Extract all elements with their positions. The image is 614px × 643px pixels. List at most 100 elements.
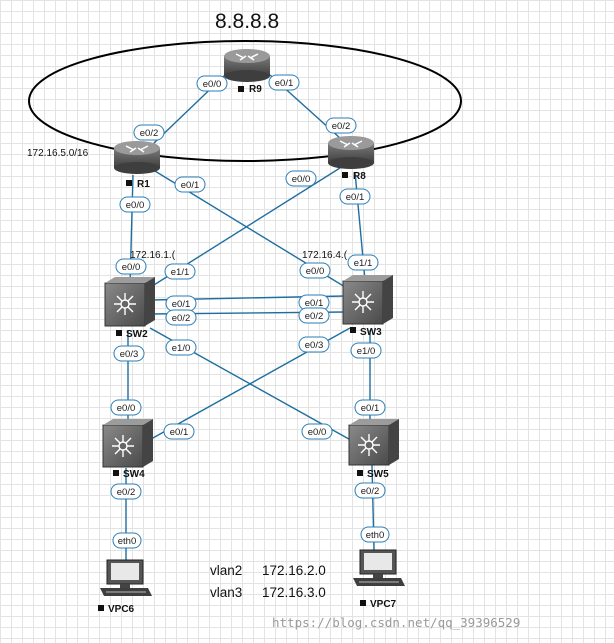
port-r8-e02: e0/2: [325, 117, 357, 134]
device-marker: [360, 600, 366, 606]
router-icon: [114, 141, 160, 174]
svg-text:e0/0: e0/0: [122, 262, 141, 273]
svg-text:eth0: eth0: [118, 536, 137, 547]
svg-text:eth0: eth0: [366, 530, 385, 541]
svg-text:e0/1: e0/1: [170, 427, 189, 438]
switch-sw4[interactable]: SW4: [102, 419, 153, 480]
device-marker: [342, 172, 348, 178]
port-sw3-e00: e0/0: [299, 262, 331, 279]
port-r9-e01: e0/1: [268, 74, 300, 91]
device-marker: [116, 330, 122, 336]
svg-text:e0/2: e0/2: [332, 121, 351, 132]
svg-text:e1/1: e1/1: [171, 267, 190, 278]
svg-text:e0/0: e0/0: [126, 200, 145, 211]
sw2-network-label: 172.16.1.(: [130, 250, 176, 261]
vlan-legend: vlan2 172.16.2.0 vlan3 172.16.3.0: [210, 563, 326, 600]
port-sw2-e11: e1/1: [164, 263, 196, 280]
svg-text:e0/2: e0/2: [361, 486, 380, 497]
device-marker: [126, 180, 132, 186]
port-r8-e01: e0/1: [339, 188, 371, 205]
internet-title: 8.8.8.8: [215, 10, 279, 33]
svg-text:e0/1: e0/1: [361, 403, 380, 414]
router-r8[interactable]: R8: [328, 136, 374, 182]
multilayer-switch-icon: [104, 277, 155, 327]
port-r8-e00: e0/0: [285, 170, 317, 187]
sw3-label: SW3: [360, 327, 382, 338]
svg-text:e0/1: e0/1: [275, 78, 294, 89]
r8-label: R8: [353, 171, 366, 182]
switch-sw5[interactable]: SW5: [348, 419, 399, 480]
router-r9[interactable]: R9: [224, 49, 270, 95]
watermark: https://blog.csdn.net/qq_39396529: [272, 615, 520, 630]
r1-network-label: 172.16.5.0/16: [27, 148, 89, 159]
port-r1-e01: e0/1: [174, 176, 206, 193]
port-sw2-e02: e0/2: [165, 309, 197, 326]
svg-text:e0/1: e0/1: [181, 180, 200, 191]
port-sw5-e01: e0/1: [354, 399, 386, 416]
svg-text:e1/0: e1/0: [357, 346, 376, 357]
pc-icon: [100, 559, 152, 596]
port-sw2-e03: e0/3: [113, 345, 145, 362]
sw4-label: SW4: [123, 469, 145, 480]
vlan2-name: vlan2: [210, 563, 242, 578]
svg-text:e0/2: e0/2: [140, 128, 159, 139]
device-marker: [357, 470, 363, 476]
port-r1-e00: e0/0: [119, 196, 151, 213]
sw5-label: SW5: [367, 469, 389, 480]
device-marker: [350, 327, 356, 333]
svg-text:e0/3: e0/3: [120, 349, 139, 360]
port-vpc7-eth0: eth0: [360, 526, 390, 543]
link-r8-sw2: [129, 167, 341, 301]
pc-icon: [353, 549, 405, 586]
port-sw2-e10: e1/0: [165, 339, 197, 356]
internet-ellipse: [28, 40, 462, 162]
port-sw4-e02: e0/2: [110, 483, 142, 500]
port-r9-e00: e0/0: [196, 75, 228, 92]
port-sw4-e00: e0/0: [110, 399, 142, 416]
svg-text:e0/0: e0/0: [203, 79, 222, 90]
r1-label: R1: [137, 179, 150, 190]
svg-text:e0/0: e0/0: [292, 174, 311, 185]
switch-sw2[interactable]: SW2: [104, 277, 155, 340]
svg-text:e1/1: e1/1: [354, 258, 373, 269]
svg-text:e1/0: e1/0: [172, 343, 191, 354]
port-sw3-e11: e1/1: [347, 254, 379, 271]
port-r1-e02: e0/2: [133, 124, 165, 141]
pc-vpc6[interactable]: VPC6: [98, 559, 152, 615]
svg-text:e0/1: e0/1: [346, 192, 365, 203]
port-sw3-e02: e0/2: [298, 307, 330, 324]
vlan3-subnet: 172.16.3.0: [262, 585, 326, 600]
svg-text:e0/2: e0/2: [172, 313, 191, 324]
port-sw3-e03: e0/3: [298, 336, 330, 353]
port-sw5-e02: e0/2: [354, 482, 386, 499]
svg-text:e0/1: e0/1: [305, 298, 324, 309]
svg-text:e0/3: e0/3: [305, 340, 324, 351]
svg-text:e0/1: e0/1: [172, 299, 191, 310]
svg-text:e0/0: e0/0: [308, 427, 327, 438]
switch-sw3[interactable]: SW3: [342, 275, 393, 338]
port-sw2-e01: e0/1: [165, 295, 197, 312]
vpc6-label: VPC6: [108, 604, 135, 615]
sw2-label: SW2: [126, 329, 148, 340]
multilayer-switch-icon: [102, 419, 153, 468]
vpc7-label: VPC7: [370, 599, 397, 610]
router-icon: [224, 49, 270, 82]
r9-label: R9: [249, 84, 262, 95]
port-sw2-e00: e0/0: [115, 258, 147, 275]
multilayer-switch-icon: [348, 419, 399, 466]
multilayer-switch-icon: [342, 275, 393, 325]
vlan3-name: vlan3: [210, 585, 242, 600]
pc-vpc7[interactable]: VPC7: [353, 549, 405, 610]
device-marker: [113, 470, 119, 476]
interface-labels: e0/0 e0/1 e0/2 e0/2 e0/1 e0/0 e0/0 e0/1 …: [110, 74, 390, 549]
device-marker: [238, 86, 244, 92]
port-sw3-e10: e1/0: [350, 342, 382, 359]
port-sw5-e00: e0/0: [301, 423, 333, 440]
svg-text:e0/0: e0/0: [306, 266, 325, 277]
router-r1[interactable]: R1: [114, 141, 160, 190]
sw3-network-label: 172.16.4.(: [302, 250, 348, 261]
port-vpc6-eth0: eth0: [112, 532, 142, 549]
vlan2-subnet: 172.16.2.0: [262, 563, 326, 578]
port-sw4-e01: e0/1: [163, 423, 195, 440]
